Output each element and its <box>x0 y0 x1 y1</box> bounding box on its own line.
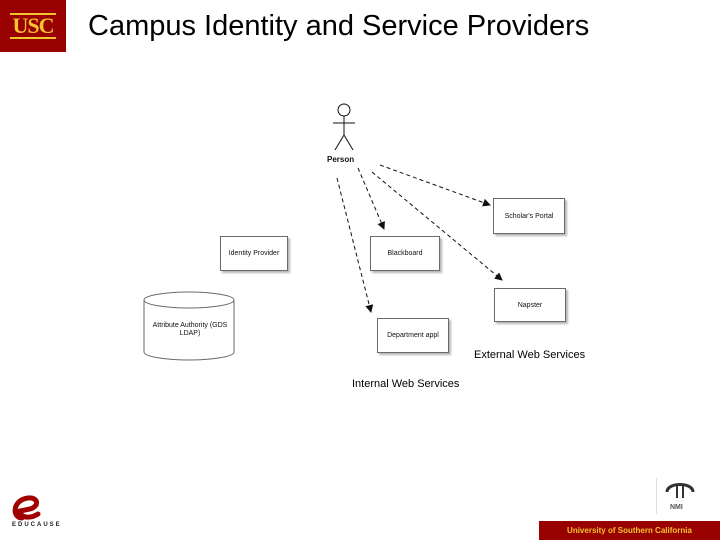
napster-box: Napster <box>494 288 566 322</box>
arrow-person-blackboard <box>357 167 385 230</box>
identity-provider-label: Identity Provider <box>228 250 280 257</box>
database-icon <box>143 291 235 361</box>
usc-footer-text: University of Southern California <box>567 526 692 535</box>
nmi-logo-icon <box>665 483 695 498</box>
person-label: Person <box>327 155 355 164</box>
department-app-label: Department appl <box>387 332 439 339</box>
blackboard-box: Blackboard <box>370 236 440 271</box>
educause-logo-icon <box>12 495 41 521</box>
usc-logo: USC <box>0 0 66 52</box>
arrow-person-napster <box>371 171 503 281</box>
usc-logo-text: USC <box>10 13 56 39</box>
blackboard-label: Blackboard <box>387 250 423 257</box>
arrow-person-department-app <box>336 177 374 313</box>
scholars-portal-label: Scholar's Portal <box>504 212 554 220</box>
scholars-portal-box: Scholar's Portal <box>493 198 565 234</box>
nmi-logo-text: NMI <box>670 504 683 511</box>
internal-services-label: Internal Web Services <box>352 378 460 390</box>
person-icon <box>333 103 355 151</box>
page-title: Campus Identity and Service Providers <box>88 10 590 42</box>
identity-provider-box: Identity Provider <box>220 236 288 271</box>
educause-logo-text: EDUCAUSE <box>12 522 62 528</box>
nmi-logo <box>656 478 703 514</box>
napster-label: Napster <box>517 301 543 309</box>
usc-footer-banner: University of Southern California <box>539 521 720 540</box>
arrow-person-scholars-portal <box>379 164 491 207</box>
external-services-label: External Web Services <box>474 349 586 361</box>
attribute-authority-label: Attribute Authority (GDS LDAP) <box>152 322 228 337</box>
department-app-box: Department appl <box>377 318 449 353</box>
